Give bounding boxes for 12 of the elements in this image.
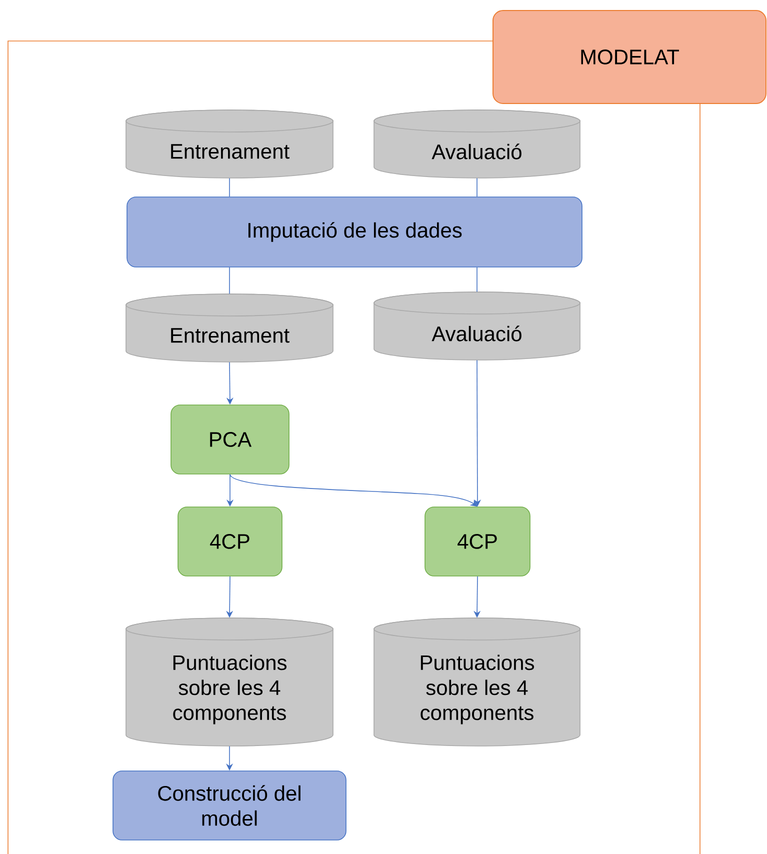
heading-box: MODELAT bbox=[492, 10, 766, 104]
database-cylinder: Entrenament bbox=[126, 110, 334, 178]
process-box: 4CP bbox=[178, 506, 282, 576]
process-box: 4CP bbox=[424, 506, 530, 576]
database-cylinder: Puntuacions sobre les 4 components bbox=[126, 618, 334, 746]
database-cylinder: Avaluació bbox=[374, 292, 580, 360]
database-cylinder: Puntuacions sobre les 4 components bbox=[374, 618, 580, 746]
process-box: Construcció del model bbox=[112, 770, 346, 840]
database-cylinder: Avaluació bbox=[374, 110, 580, 178]
process-box: PCA bbox=[170, 404, 290, 474]
process-box: Imputació de les dades bbox=[126, 196, 582, 268]
database-cylinder: Entrenament bbox=[126, 294, 334, 362]
